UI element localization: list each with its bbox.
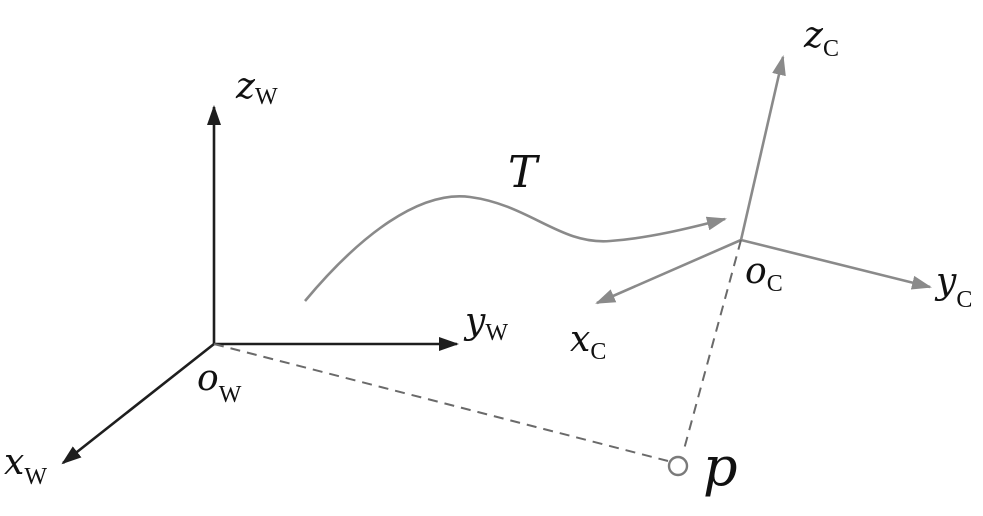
camera-y-label: yC [934,261,972,313]
camera-origin-label: oC [745,251,783,297]
world-origin-label: oW [197,358,242,408]
camera-x-axis [595,238,742,305]
transform-label: T [508,147,541,198]
world-z-label: zW [235,66,278,110]
point-p-label: p [703,435,738,498]
camera-frame [595,55,932,305]
camera-y-axis [740,238,932,290]
labels: zW yW xW oW zC yC xC oC T p [4,15,972,498]
camera-origin-to-point-dashed-line [682,239,742,454]
camera-z-label: zC [803,15,839,62]
world-frame [61,105,459,465]
point-p-marker [667,455,689,477]
world-y-label: yW [463,301,508,346]
camera-x-label: xC [570,319,606,365]
world-x-axis [61,342,215,465]
camera-z-axis [739,55,786,241]
transform-curve [304,194,727,302]
world-x-label: xW [4,442,47,490]
